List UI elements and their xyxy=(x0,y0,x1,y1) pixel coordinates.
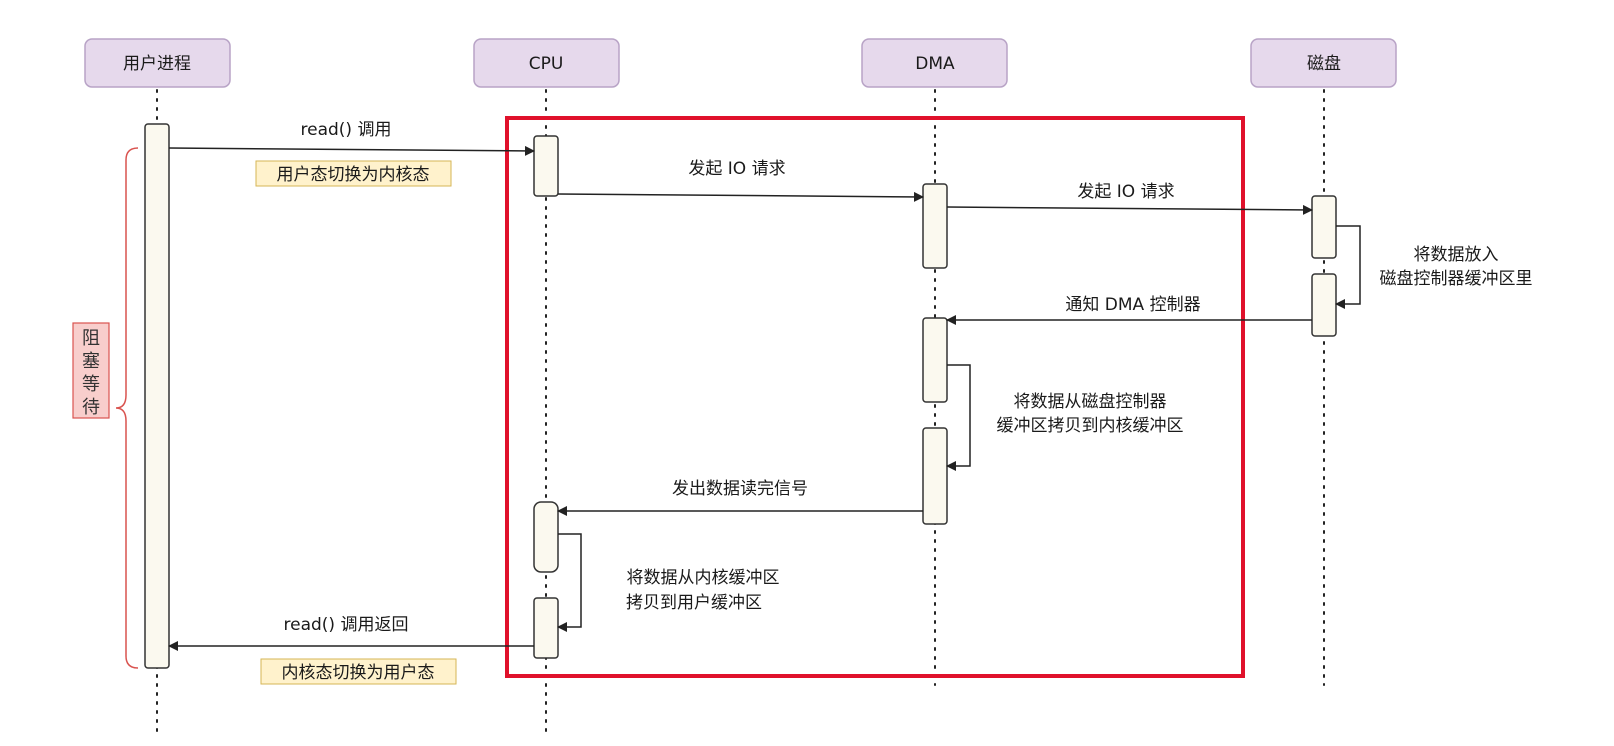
label-cpu-to-dma: 发起 IO 请求 xyxy=(688,159,785,179)
label-cpu-note-line1: 将数据从内核缓冲区 xyxy=(627,568,780,588)
activation-cpu-2 xyxy=(533,501,559,573)
blocking-label: 阻 塞 等 待 xyxy=(72,322,110,419)
participant-user-label: 用户进程 xyxy=(123,54,191,74)
blocking-bracket xyxy=(115,147,139,669)
label-cpu-note-line2: 拷贝到用户缓冲区 xyxy=(626,593,762,613)
label-dma-note-line1: 将数据从磁盘控制器 xyxy=(1014,392,1167,412)
participant-disk-label: 磁盘 xyxy=(1307,54,1341,74)
label-dma-to-cpu: 发出数据读完信号 xyxy=(672,479,808,499)
activation-dma-3 xyxy=(922,427,948,525)
activation-disk-1 xyxy=(1311,195,1337,259)
arrow-cpu-self xyxy=(557,533,582,632)
participant-cpu: CPU xyxy=(473,38,620,88)
blocking-char-1: 阻 xyxy=(82,328,100,349)
note-user-to-kernel: 用户态切换为内核态 xyxy=(255,160,452,187)
participant-dma-label: DMA xyxy=(915,54,955,74)
label-dma-to-disk: 发起 IO 请求 xyxy=(1077,182,1174,202)
activation-user xyxy=(144,123,170,669)
blocking-char-3: 等 xyxy=(82,374,100,395)
label-disk-note-line1: 将数据放入 xyxy=(1414,245,1499,265)
label-disk-to-dma: 通知 DMA 控制器 xyxy=(1065,295,1200,315)
label-read-return: read() 调用返回 xyxy=(284,615,409,635)
participant-cpu-label: CPU xyxy=(529,54,564,74)
participant-user: 用户进程 xyxy=(84,38,231,88)
arrow-read-call xyxy=(168,145,535,156)
note-user-to-kernel-text: 用户态切换为内核态 xyxy=(277,165,430,185)
blocking-char-2: 塞 xyxy=(82,351,100,372)
participant-disk: 磁盘 xyxy=(1250,38,1397,88)
note-kernel-to-user-text: 内核态切换为用户态 xyxy=(282,663,435,683)
participant-dma: DMA xyxy=(861,38,1008,88)
label-disk-note-line2: 磁盘控制器缓冲区里 xyxy=(1380,269,1533,289)
arrow-dma-to-disk xyxy=(946,204,1313,215)
arrow-cpu-to-dma xyxy=(557,191,924,202)
activation-disk-2 xyxy=(1311,273,1337,337)
activation-cpu-3 xyxy=(533,597,559,659)
arrow-dma-self xyxy=(946,364,971,471)
activation-cpu-1 xyxy=(533,135,559,197)
note-kernel-to-user: 内核态切换为用户态 xyxy=(260,658,457,685)
arrow-disk-self xyxy=(1335,225,1361,309)
label-read-call: read() 调用 xyxy=(301,120,392,140)
activation-dma-1 xyxy=(922,183,948,269)
highlight-frame xyxy=(505,116,1245,678)
label-dma-note-line2: 缓冲区拷贝到内核缓冲区 xyxy=(997,416,1184,436)
activation-dma-2 xyxy=(922,317,948,403)
blocking-char-4: 待 xyxy=(82,397,100,418)
